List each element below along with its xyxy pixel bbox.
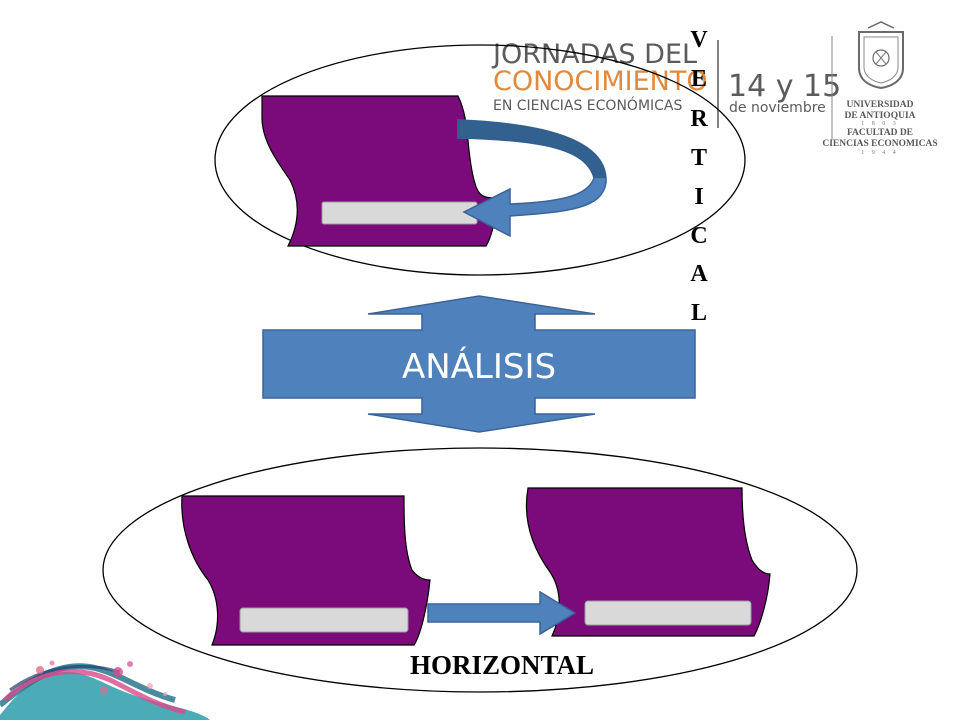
analysis-double-arrow: ANÁLISIS <box>262 295 696 433</box>
university-founded: 1 8 0 3 <box>861 121 899 127</box>
horizontal-arrow <box>427 590 577 636</box>
vertical-letter-a: A <box>690 261 708 287</box>
bottom-ellipse <box>102 447 858 693</box>
analysis-label: ANÁLISIS <box>402 346 556 387</box>
vertical-letter-e: E <box>691 66 707 92</box>
bottom-right-scroll-label-bar <box>584 600 752 626</box>
top-document-scroll <box>261 95 499 247</box>
top-ellipse <box>214 44 746 276</box>
bottom-right-document-scroll <box>525 487 771 637</box>
curved-return-arrow <box>457 119 607 238</box>
faculty-year: 1 9 4 4 <box>861 150 899 156</box>
event-logo-line3: EN CIENCIAS ECONÓMICAS <box>493 96 683 114</box>
university-name-line1: UNIVERSIDAD <box>846 100 913 110</box>
event-logo: JORNADAS DEL CONOCIMIENTO EN CIENCIAS EC… <box>491 39 841 128</box>
vertical-letter-v: V <box>690 27 708 53</box>
vertical-letter-c: C <box>690 223 707 249</box>
top-scroll-label-bar <box>321 201 478 225</box>
event-logo-date-sub: de noviembre <box>729 100 826 116</box>
vertical-letter-i: I <box>694 184 703 210</box>
vertical-label: V E R T I C A L <box>690 27 708 326</box>
event-logo-line2: CONOCIMIENTO <box>493 66 708 97</box>
event-logo-date-main: 14 y 15 <box>728 69 841 104</box>
decorative-swirl <box>0 660 210 720</box>
vertical-letter-r: R <box>690 106 708 132</box>
faculty-line2: CIENCIAS ECONOMICAS <box>822 139 937 149</box>
vertical-letter-l: L <box>691 300 707 326</box>
bottom-left-scroll-label-bar <box>239 607 409 633</box>
horizontal-label: HORIZONTAL <box>410 650 594 680</box>
faculty-line1: FACULTAD DE <box>847 128 913 138</box>
university-logo: UNIVERSIDAD DE ANTIOQUIA 1 8 0 3 FACULTA… <box>822 21 938 156</box>
university-name-line2: DE ANTIOQUIA <box>845 111 916 121</box>
bottom-left-document-scroll <box>181 495 431 646</box>
vertical-letter-t: T <box>691 145 707 171</box>
university-seal-icon <box>858 21 904 90</box>
event-logo-line1: JORNADAS DEL <box>491 39 697 70</box>
